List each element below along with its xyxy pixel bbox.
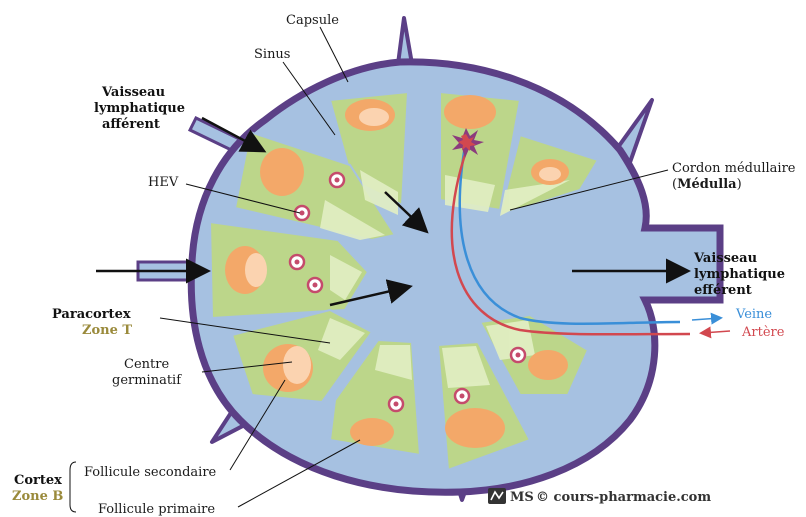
label-follicule-secondaire: Follicule secondaire — [84, 465, 217, 480]
label-zone-t: Zone T — [82, 323, 132, 338]
label-vaisseau-afferent-3: afférent — [102, 117, 160, 132]
label-centre-2: germinatif — [112, 373, 182, 388]
label-capsule: Capsule — [286, 13, 339, 28]
label-vaisseau-afferent-1: Vaisseau — [101, 85, 165, 100]
label-vaisseau-efferent-2: lymphatique — [694, 267, 785, 282]
watermark-logo-text: MS — [510, 490, 534, 505]
label-sinus: Sinus — [254, 47, 290, 62]
label-vaisseau-efferent-1: Vaisseau — [693, 251, 757, 266]
follicle-center — [539, 167, 561, 181]
label-vaisseau-afferent-2: lymphatique — [94, 101, 185, 116]
label-cordon-2: (Médulla) — [672, 177, 742, 192]
follicle — [444, 95, 496, 129]
leader-capsule — [320, 27, 348, 82]
spike-top — [398, 18, 412, 64]
label-zone-b: Zone B — [12, 489, 63, 504]
label-cortex: Cortex — [14, 473, 62, 488]
label-veine: Veine — [735, 307, 772, 322]
label-hev: HEV — [148, 175, 179, 190]
follicle — [445, 408, 505, 448]
label-cordon-1: Cordon médullaire — [672, 161, 796, 176]
follicle-germinal-center — [283, 346, 311, 384]
follicle — [260, 148, 304, 196]
follicle — [528, 350, 568, 380]
label-centre-1: Centre — [124, 357, 169, 372]
label-vaisseau-efferent-3: efférent — [694, 283, 752, 298]
follicle-center — [245, 253, 267, 287]
label-paracortex: Paracortex — [52, 307, 131, 322]
label-follicule-primaire: Follicule primaire — [98, 502, 215, 517]
cortex-bracket — [70, 462, 76, 512]
arrow-vein — [692, 318, 720, 320]
arrow-artery — [702, 331, 730, 333]
label-artere: Artère — [741, 325, 785, 340]
watermark-text: © cours-pharmacie.com — [536, 490, 711, 505]
follicle-center — [359, 108, 389, 126]
watermark: MS © cours-pharmacie.com — [488, 488, 711, 505]
